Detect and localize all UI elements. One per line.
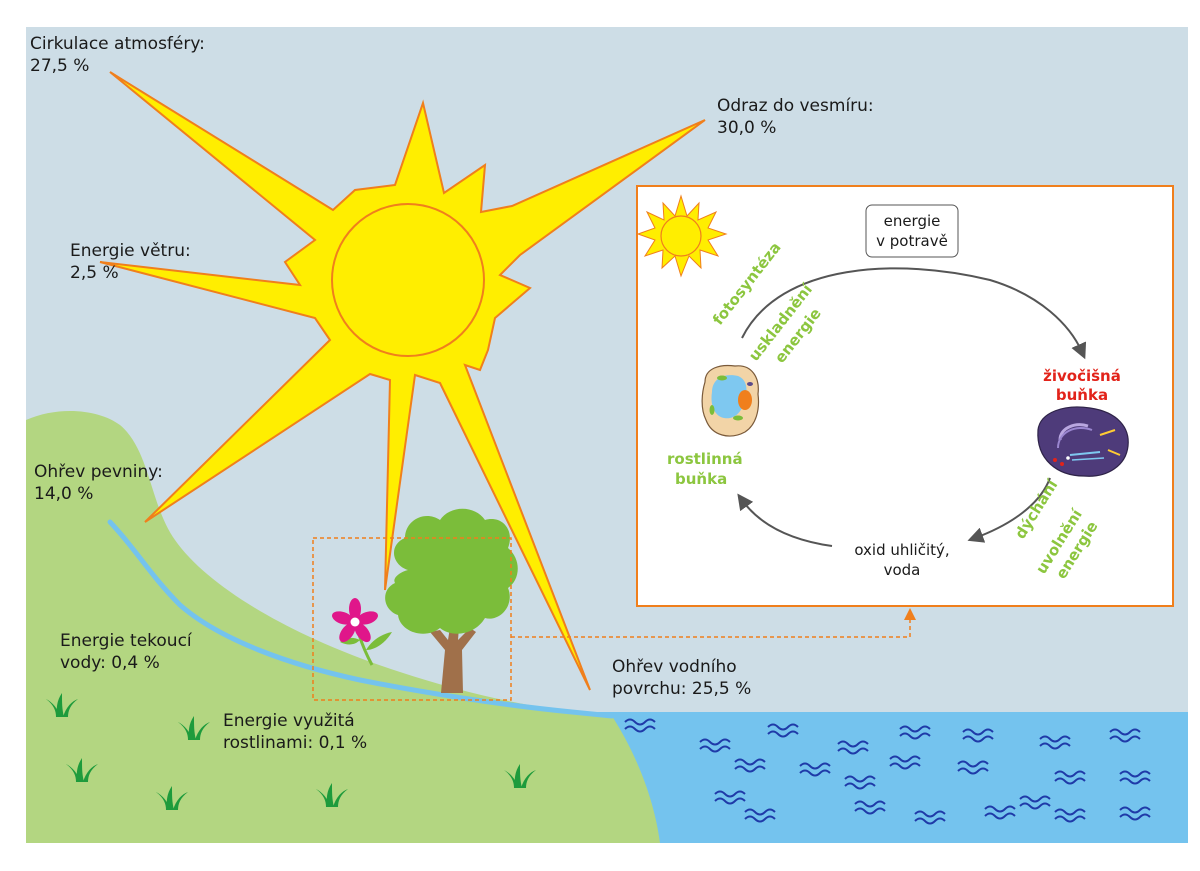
food-energy-line2: v potravě [876,232,948,250]
animal-cell-label-line1: živočišná [1043,367,1121,385]
label-wind-energy-value: 2,5 % [70,263,119,283]
animal-cell-label-line2: buňka [1056,386,1108,404]
label-wind-energy: Energie větru: 2,5 % [70,240,191,284]
label-flowing-water-energy: Energie tekoucí vody: 0,4 % [60,630,192,674]
label-wind-energy-title: Energie větru: [70,241,191,261]
label-space-reflection-title: Odraz do vesmíru: [717,96,874,116]
label-water-surface-heating: Ohřev vodního povrchu: 25,5 % [612,656,751,700]
plant-cell-label-line1: rostlinná [667,450,743,468]
label-plant-energy: Energie využitá rostlinami: 0,1 % [223,710,367,754]
river [107,519,615,719]
zoom-frame [312,537,512,701]
label-land-heating-title: Ohřev pevniny: [34,462,163,482]
label-plant-energy-line2: rostlinami: 0,1 % [223,733,368,753]
label-atmosphere-circulation: Cirkulace atmosféry: 27,5 % [30,33,205,77]
label-atmosphere-circulation-title: Cirkulace atmosféry: [30,34,205,54]
arrow-products-to-plant [737,493,833,547]
label-water-surface-heating-line2: povrchu: 25,5 % [612,679,752,699]
flower [332,598,392,666]
inset-sun [636,194,728,278]
label-flowing-water-energy-line1: Energie tekoucí [60,631,192,651]
land-hill [26,410,660,843]
flower-bloom [332,598,378,643]
label-atmosphere-circulation-value: 27,5 % [30,56,90,76]
energy-cycle-inset: energie v potravě fotosyntéza u [636,185,1174,607]
products-label-line1: oxid uhličitý, [854,541,949,559]
animal-cell [1037,406,1129,477]
sun-disc [331,203,485,357]
zoom-connector [511,618,911,638]
food-energy-box [865,204,959,258]
sun [99,71,706,691]
sun-rays [99,71,706,691]
zoom-connector-arrowhead [904,608,916,620]
plant-cell [701,364,760,437]
tree [385,508,518,693]
label-land-heating-value: 14,0 % [34,484,94,504]
label-space-reflection-value: 30,0 % [717,118,777,138]
food-energy-line1: energie [884,212,941,230]
label-space-reflection: Odraz do vesmíru: 30,0 % [717,95,874,139]
plant-cell-label-line2: buňka [675,470,727,488]
label-water-surface-heating-line1: Ohřev vodního [612,657,737,677]
tree-trunk [430,615,476,693]
arrow-animal-to-products [967,477,1051,543]
products-label-line2: voda [884,561,921,579]
arrow-food-to-animal [741,267,1087,360]
flower-leaf [366,632,392,650]
label-land-heating: Ohřev pevniny: 14,0 % [34,461,163,505]
label-flowing-water-energy-line2: vody: 0,4 % [60,653,160,673]
label-plant-energy-line1: Energie využitá [223,711,355,731]
tree-crown [385,508,518,634]
